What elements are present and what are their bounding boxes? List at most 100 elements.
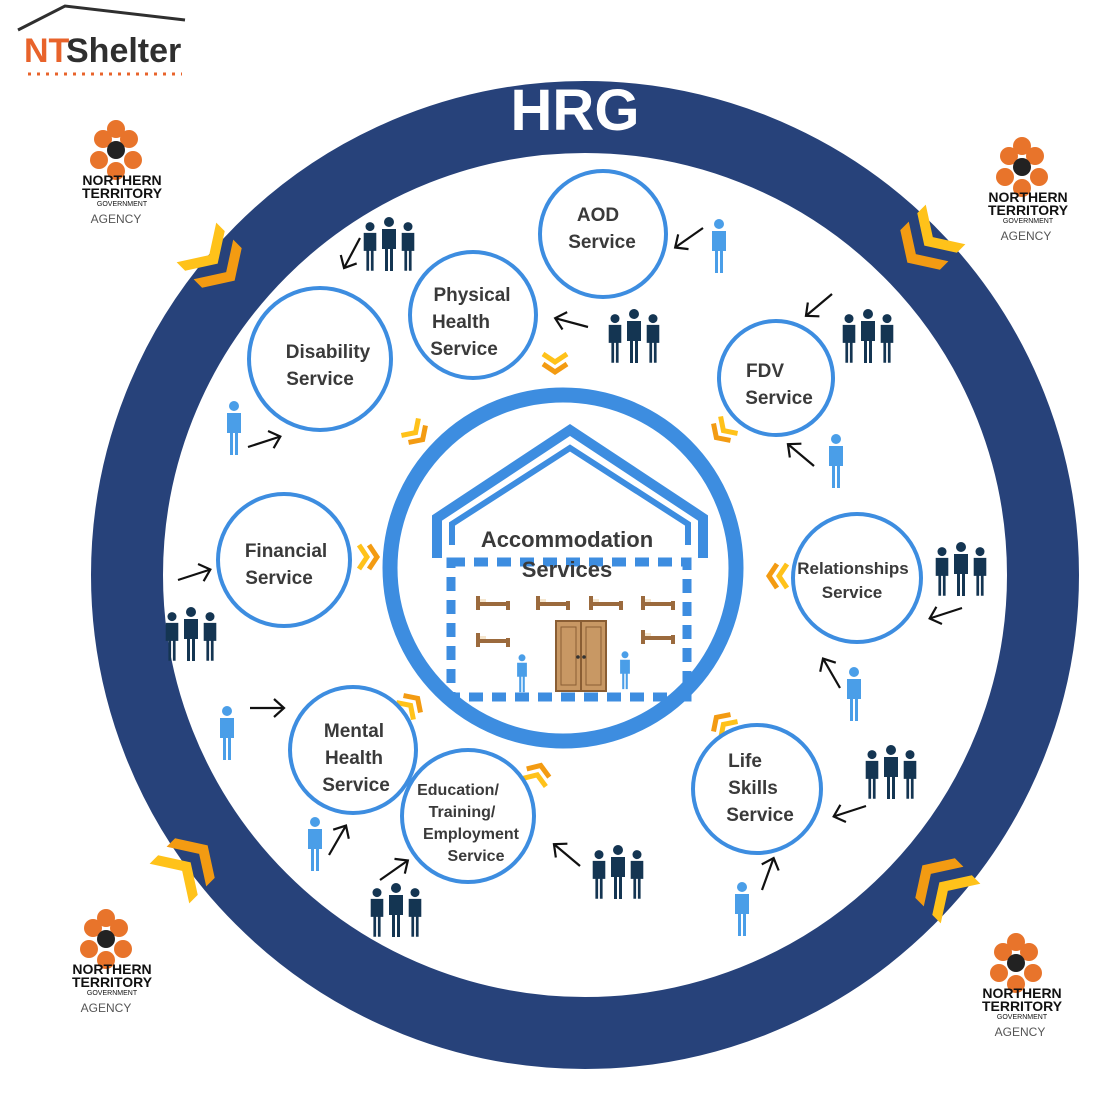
agency-line4: AGENCY	[81, 1001, 132, 1015]
agency-line2: TERRITORY	[988, 202, 1069, 218]
hrg-ring	[91, 81, 1079, 1069]
accommodation-line1: Accommodation	[481, 527, 653, 552]
service-education-line3: Employment	[423, 826, 520, 843]
service-disability-line2: Service	[286, 369, 354, 390]
service-mental-health: Mental Health Service	[288, 685, 418, 815]
arrow-icon	[829, 796, 870, 827]
service-fdv-line1: FDV	[746, 361, 784, 382]
service-physical-line3: Service	[430, 339, 498, 360]
chevron-icon	[523, 761, 552, 786]
arrow-icon	[547, 836, 587, 874]
service-life-line2: Skills	[728, 778, 778, 799]
arrow-icon	[320, 819, 355, 861]
service-life-skills: Life Skills Service	[691, 723, 823, 855]
person-icon	[847, 667, 861, 721]
service-financial-line2: Service	[245, 568, 313, 589]
service-financial-line1: Financial	[245, 541, 327, 562]
agency-line2: TERRITORY	[72, 974, 153, 990]
service-physical-line1: Physical	[433, 285, 510, 306]
house-roof-icon	[432, 424, 708, 558]
arrow-icon	[244, 426, 285, 457]
group-icon	[866, 745, 917, 799]
nt-flower-icon	[90, 120, 142, 180]
agency-line3: GOVERNMENT	[1003, 218, 1054, 225]
service-disability-line1: Disability	[286, 342, 371, 363]
chevron-icon	[359, 545, 377, 569]
logo-prefix: NT	[24, 32, 70, 70]
accommodation-services: Accommodation Services	[382, 387, 744, 749]
service-physical-health: Physical Health Service	[408, 250, 538, 380]
service-aod: AOD Service	[538, 169, 668, 299]
chevron-icon	[543, 354, 567, 372]
person-icon	[227, 401, 241, 455]
person-icon	[735, 882, 749, 936]
arrow-icon	[752, 853, 784, 895]
group-icon	[936, 542, 987, 596]
agency-line2: TERRITORY	[82, 185, 163, 201]
agency-line4: AGENCY	[91, 212, 142, 226]
group-icon	[166, 607, 217, 661]
arrow-icon	[814, 652, 849, 694]
service-relationships: Relationships Service	[791, 512, 923, 644]
arrow-icon	[781, 436, 821, 474]
person-icon	[829, 434, 843, 488]
service-education: Education/ Training/ Employment Service	[400, 748, 536, 884]
service-education-line4: Service	[448, 848, 505, 865]
service-life-line1: Life	[728, 751, 762, 772]
agency-line4: AGENCY	[1001, 229, 1052, 243]
agency-line4: AGENCY	[995, 1025, 1046, 1039]
accommodation-line2: Services	[522, 557, 613, 582]
service-fdv-line2: Service	[745, 388, 813, 409]
nt-flower-icon	[996, 137, 1048, 197]
arrow-icon	[551, 308, 592, 337]
hrg-label: HRG	[511, 78, 640, 143]
ntshelter-logo: NT Shelter	[17, 4, 186, 76]
agency-logo-bottom-left: NORTHERN TERRITORY GOVERNMENT AGENCY	[72, 909, 153, 1015]
agency-line1: NORTHERN	[988, 189, 1067, 205]
person-icon	[308, 817, 322, 871]
service-relationships-line2: Service	[822, 583, 883, 602]
arrow-icon	[373, 852, 415, 889]
wardrobe-icon	[555, 620, 607, 692]
service-mental-line3: Service	[322, 775, 390, 796]
agency-line3: GOVERNMENT	[997, 1014, 1048, 1021]
chevron-icon	[769, 564, 787, 588]
arrow-icon	[668, 219, 710, 256]
group-icon	[609, 309, 660, 363]
person-icon	[220, 706, 234, 760]
service-education-line1: Education/	[417, 782, 499, 799]
agency-line2: TERRITORY	[982, 998, 1063, 1014]
chevron-icon	[401, 418, 431, 448]
service-mental-line1: Mental	[324, 721, 384, 742]
chevron-icon	[708, 416, 738, 446]
logo-suffix: Shelter	[66, 32, 181, 70]
arrow-icon	[925, 598, 966, 629]
arrow-icon	[174, 559, 215, 590]
service-mental-line2: Health	[325, 748, 383, 769]
group-icon	[364, 217, 415, 271]
agency-line1: NORTHERN	[82, 172, 161, 188]
service-aod-line2: Service	[568, 232, 636, 253]
service-financial: Financial Service	[216, 492, 352, 628]
service-relationships-line1: Relationships	[797, 559, 908, 578]
service-education-line2: Training/	[429, 804, 496, 821]
service-disability: Disability Service	[247, 286, 393, 432]
group-icon	[593, 845, 644, 899]
agency-line3: GOVERNMENT	[87, 990, 138, 997]
group-icon	[371, 883, 422, 937]
arrow-icon	[334, 232, 370, 274]
agency-logo-bottom-right: NORTHERN TERRITORY GOVERNMENT AGENCY	[982, 933, 1063, 1039]
house-walls	[446, 557, 692, 702]
service-life-line3: Service	[726, 805, 794, 826]
logo-roof	[17, 4, 186, 32]
agency-line1: NORTHERN	[72, 961, 151, 977]
arrow-icon	[799, 286, 839, 324]
person-icon	[712, 219, 726, 273]
agency-line1: NORTHERN	[982, 985, 1061, 1001]
service-fdv: FDV Service	[717, 319, 835, 437]
service-aod-line1: AOD	[577, 205, 619, 226]
agency-line3: GOVERNMENT	[97, 201, 148, 208]
nt-flower-icon	[990, 933, 1042, 993]
agency-logo-top-left: NORTHERN TERRITORY GOVERNMENT AGENCY	[82, 120, 163, 226]
